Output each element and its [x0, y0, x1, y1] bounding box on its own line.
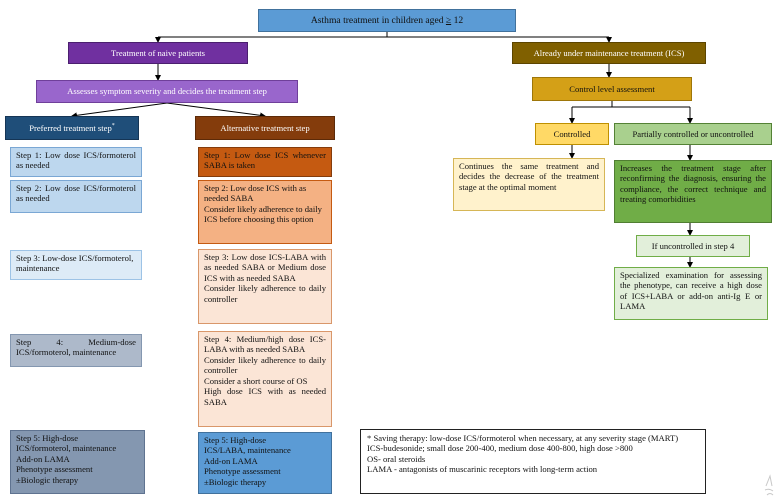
alternative-step-5-line: Add-on LAMA — [204, 455, 258, 466]
footnotes-box: * Saving therapy: low-dose ICS/formotero… — [360, 429, 706, 494]
uncontrolled-step4-label: If uncontrolled in step 4 — [651, 240, 735, 251]
main-title-box: Asthma treatment in children aged ≥ 12 — [258, 9, 516, 32]
footnote-line: OS- oral steroids — [367, 453, 426, 464]
partial-label: Partially controlled or uncontrolled — [632, 128, 754, 139]
alternative-label: Alternative treatment step — [220, 122, 310, 133]
preferred-label-wrap: Preferred treatment step* — [29, 123, 115, 133]
alternative-step-1: Step 1: Low dose ICS whenever SABA is ta… — [198, 147, 332, 177]
title-age: 12 — [451, 14, 464, 26]
preferred-step-1: Step 1: Low dose ICS/formoterol as neede… — [10, 147, 142, 177]
preferred-step-5-line: Add-on LAMA — [16, 453, 70, 464]
alternative-step-3-line: Step 3: Low dose ICS-LABA with as needed… — [204, 252, 326, 283]
alternative-step-4-line: Consider a short course of OS — [204, 375, 308, 386]
main-title: Asthma treatment in children aged ≥ 12 — [311, 15, 463, 27]
alternative-step-5-line: ±Biologic therapy — [204, 476, 267, 487]
title-ge-symbol: ≥ — [445, 14, 452, 26]
alternative-step-4-line: High dose ICS with as needed SABA — [204, 386, 326, 407]
alternative-step-5-line: Phenotype assessment — [204, 466, 281, 477]
naive-label: Treatment of naive patients — [111, 47, 205, 58]
preferred-step-header: Preferred treatment step* — [5, 116, 139, 140]
alternative-step-2-line: Step 2: Low dose ICS with as needed SABA — [204, 183, 307, 204]
alternative-step-1-text: Step 1: Low dose ICS whenever SABA is ta… — [204, 150, 326, 171]
arrow-to-alternative — [166, 102, 266, 119]
assess-label: Assesses symptom severity and decides th… — [67, 86, 267, 97]
alternative-step-3: Step 3: Low dose ICS-LABA with as needed… — [198, 249, 332, 324]
assess-severity-box: Assesses symptom severity and decides th… — [36, 80, 298, 103]
alternative-step-5-line: ICS/LABA, maintenance — [204, 445, 291, 456]
increase-step-box: Increases the treatment stage after reco… — [614, 160, 772, 223]
preferred-step-5-line: Step 5: High-dose — [16, 433, 79, 443]
preferred-step-5-line: ±Biologic therapy — [16, 474, 79, 485]
corner-squiggle-mark — [764, 474, 774, 496]
naive-patients-box: Treatment of naive patients — [68, 42, 248, 64]
specialized-exam-text: Specialized examination for assessing th… — [620, 270, 762, 312]
footnote-line: * Saving therapy: low-dose ICS/formotero… — [367, 433, 679, 443]
maintenance-treatment-box: Already under maintenance treatment (ICS… — [512, 42, 706, 64]
preferred-label: Preferred treatment step — [29, 122, 112, 133]
arrow-to-preferred — [71, 102, 168, 119]
control-level-box: Control level assessment — [532, 77, 692, 101]
preferred-step-3: Step 3: Low-dose ICS/formoterol, mainten… — [10, 250, 142, 280]
maintenance-label: Already under maintenance treatment (ICS… — [533, 47, 685, 58]
footnote-line: ICS-budesonide; small dose 200-400, medi… — [367, 443, 633, 454]
alternative-step-3-line: Consider likely adherence to daily contr… — [204, 283, 326, 304]
connector-title-branch — [158, 32, 609, 38]
preferred-step-2: Step 2: Low dose ICS/formoterol as neede… — [10, 180, 142, 213]
partially-controlled-box: Partially controlled or uncontrolled — [614, 123, 772, 145]
preferred-step-3-text: Step 3: Low-dose ICS/formoterol, mainten… — [16, 253, 134, 274]
preferred-mark: * — [111, 122, 115, 129]
alternative-step-4-line: Step 4: Medium/high dose ICS-LABA with a… — [204, 334, 326, 355]
alternative-step-2: Step 2: Low dose ICS with as needed SABA… — [198, 180, 332, 244]
increase-step-text: Increases the treatment stage after reco… — [620, 163, 766, 205]
alternative-step-5-line: Step 5: High-dose — [204, 435, 267, 445]
preferred-step-2-text: Step 2: Low dose ICS/formoterol as neede… — [16, 183, 136, 204]
preferred-step-4-text: Step 4: Medium-dose ICS/formoterol, main… — [16, 337, 136, 358]
uncontrolled-step4-box: If uncontrolled in step 4 — [636, 235, 750, 257]
title-text: Asthma treatment in children aged — [310, 14, 446, 26]
preferred-step-1-text: Step 1: Low dose ICS/formoterol as neede… — [16, 150, 136, 171]
alternative-step-4: Step 4: Medium/high dose ICS-LABA with a… — [198, 331, 332, 427]
preferred-step-5-line: Phenotype assessment — [16, 464, 93, 475]
alternative-step-header: Alternative treatment step — [195, 116, 335, 140]
preferred-step-5-line: ICS/formoterol, maintenance — [16, 443, 117, 454]
alternative-step-5: Step 5: High-dose ICS/LABA, maintenance … — [198, 432, 332, 494]
control-level-label: Control level assessment — [569, 83, 655, 94]
preferred-step-5: Step 5: High-dose ICS/formoterol, mainte… — [10, 430, 145, 494]
controlled-label: Controlled — [553, 128, 591, 139]
controlled-action-text: Continues the same treatment and decides… — [459, 161, 599, 192]
controlled-action-box: Continues the same treatment and decides… — [453, 158, 605, 211]
alternative-step-4-line: Consider likely adherence to daily contr… — [204, 354, 326, 376]
controlled-box: Controlled — [535, 123, 609, 145]
connector-control-branch — [572, 101, 690, 108]
preferred-step-4: Step 4: Medium-dose ICS/formoterol, main… — [10, 334, 142, 367]
alternative-step-2-line: Consider likely adherence to daily ICS b… — [204, 203, 322, 225]
specialized-exam-box: Specialized examination for assessing th… — [614, 267, 768, 320]
footnote-line: LAMA - antagonists of muscarinic recepto… — [367, 464, 598, 475]
